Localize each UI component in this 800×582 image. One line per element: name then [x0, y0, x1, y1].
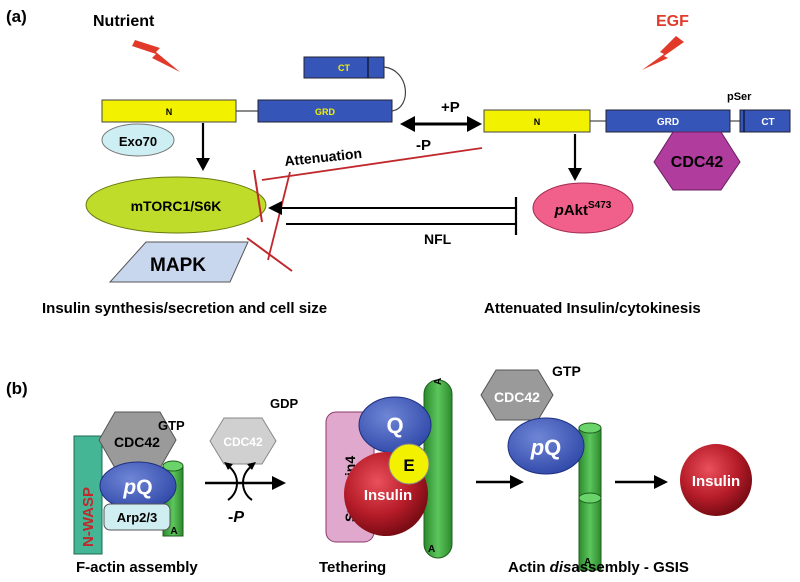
panel-b-label: (b) [6, 379, 28, 398]
q-label-tether: Q [386, 413, 403, 438]
gdp-label: GDP [270, 396, 299, 411]
exo70-ellipse [101, 123, 175, 157]
insulin-label-right: Insulin [692, 473, 740, 490]
cdc42-gtp-label: CDC42 [114, 434, 160, 450]
left-ras-construct: N GRD CT [101, 56, 406, 123]
pq-ellipse-right [507, 417, 585, 475]
actin-a-left: A [170, 526, 177, 537]
n-to-mtorc-arrowhead [196, 158, 210, 171]
pser-label: pSer [727, 91, 752, 103]
e-label: E [403, 456, 414, 475]
caption-f-actin: F-actin assembly [76, 559, 198, 576]
actin-cylinder-right-bottom-cap [578, 492, 602, 504]
gtp-label-right: GTP [552, 363, 581, 379]
actin-cylinder-left-top [162, 460, 184, 472]
dephos-curve-tip-left [224, 462, 233, 470]
right-grd-label: GRD [657, 117, 679, 128]
phospho-arrowhead-right [467, 116, 482, 132]
pakt-label: pAktS473 [554, 200, 612, 219]
mtorc-ellipse [85, 176, 267, 234]
attenuation-bar-upper [253, 169, 263, 223]
panel-a-label: (a) [6, 7, 27, 26]
dephos-minus-p: -P [228, 509, 244, 526]
insulin-granule-right [680, 444, 752, 516]
actin-a-tether-top: A [433, 378, 444, 385]
dephos-curve-tip-right [247, 462, 256, 470]
left-n-label: N [166, 107, 173, 117]
caption-disassembly: Actin disassembly - GSIS [508, 559, 689, 576]
arp23-box [103, 503, 171, 531]
cdc42-gdp-hexagon [209, 417, 277, 465]
minus-p-label: -P [416, 137, 431, 154]
gtp-label-left: GTP [158, 418, 185, 433]
to-insulin-arrowhead [654, 475, 668, 489]
attenuation-label: Attenuation [284, 145, 363, 169]
pq-label-left: pQ [122, 476, 152, 499]
mapk-label: MAPK [150, 255, 206, 276]
attenuation-line-upper [261, 147, 483, 181]
left-ct-loop [383, 66, 406, 112]
nwasp-label: N-WASP [80, 487, 97, 547]
left-ct-label: CT [338, 63, 350, 73]
attenuation-bar-lower [246, 237, 293, 272]
nfl-label: NFL [424, 231, 452, 247]
caption-left-a: Insulin synthesis/secretion and cell siz… [42, 300, 327, 317]
arp23-label: Arp2/3 [117, 510, 157, 525]
cdc42-hexagon-a [653, 131, 741, 191]
nutrient-label: Nutrient [93, 13, 155, 30]
nfl-arrowhead [268, 201, 282, 215]
right-ct-domain [739, 109, 791, 133]
nwasp-bar [73, 435, 103, 555]
exo70-label: Exo70 [119, 134, 157, 149]
dephos-arrowhead [272, 476, 286, 490]
cdc42-gdp-label: CDC42 [223, 435, 263, 449]
egf-label: EGF [656, 13, 689, 30]
mtorc-label: mTORC1/S6K [131, 198, 222, 214]
mapk-parallelogram [108, 241, 249, 283]
egf-lightning-icon [642, 36, 684, 70]
pakt-ellipse [532, 182, 634, 234]
plus-p-label: +P [441, 99, 460, 116]
to-pakt-arrowhead [568, 168, 582, 181]
caption-right-a: Attenuated Insulin/cytokinesis [484, 300, 701, 317]
right-n-label: N [534, 117, 541, 127]
attenuation-line-lower [267, 171, 291, 261]
cdc42-gtp-label-right: CDC42 [494, 389, 540, 405]
dephos-curve-icon [227, 465, 253, 501]
left-grd-label: GRD [315, 107, 336, 117]
nutrient-lightning-icon [132, 40, 180, 72]
tether-to-disassembly-arrowhead [510, 475, 524, 489]
pq-label-right: pQ [530, 435, 562, 460]
right-ras-construct: N GRD CT pSer [483, 91, 791, 133]
right-ct-label: CT [761, 117, 774, 128]
actin-a-tether-bottom: A [428, 544, 435, 555]
cdc42-label-a: CDC42 [671, 154, 724, 171]
actin-cylinder-right-top-cap [578, 422, 602, 434]
e-circle [388, 443, 430, 485]
phospho-arrowhead-left [400, 116, 415, 132]
caption-tethering: Tethering [319, 559, 386, 576]
actin-a-right-bottom: A [584, 557, 591, 568]
insulin-label-tether: Insulin [364, 487, 412, 504]
